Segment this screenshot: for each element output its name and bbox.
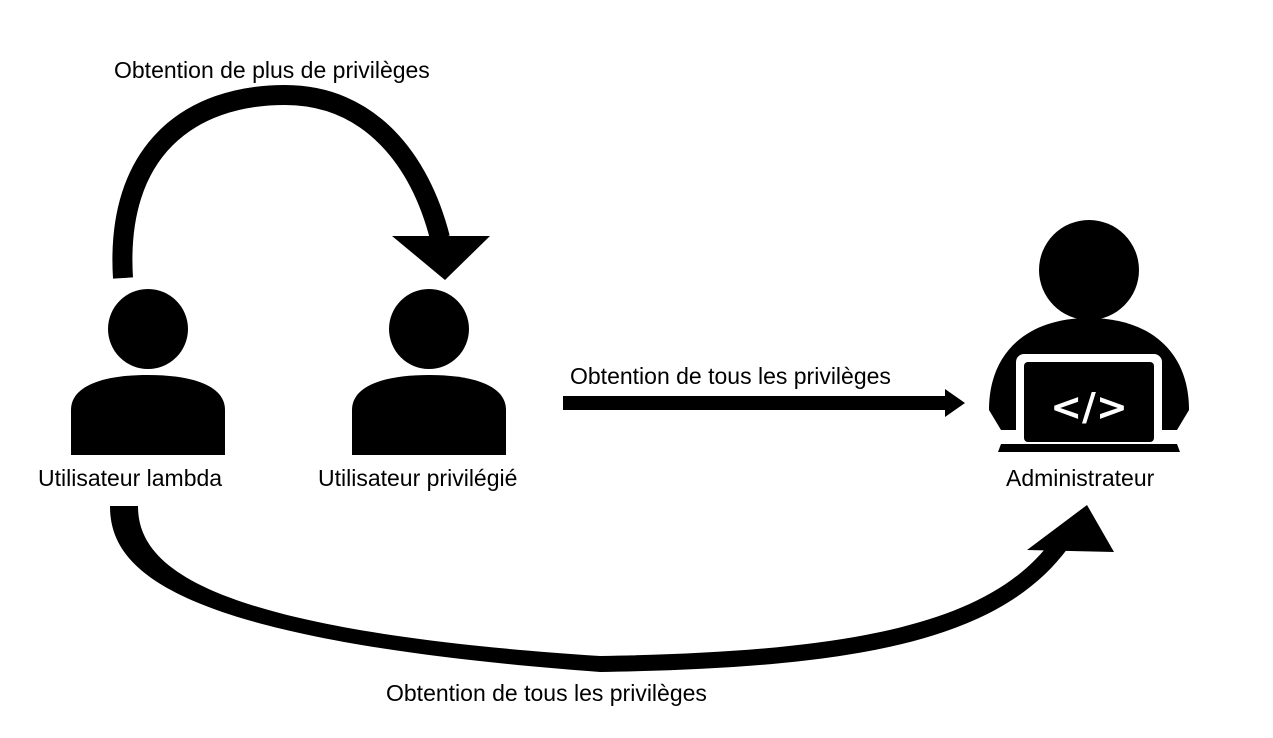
user-icon [71,289,225,455]
arrow-basic-to-admin-shaft [110,506,1068,672]
edge-label-all-privileges: Obtention de tous les privilèges [386,680,707,706]
node-label-administrator: Administrateur [1006,465,1155,491]
node-label-privileged-user: Utilisateur privilégié [318,465,518,491]
arrow-basic-to-privileged-shaft [112,84,450,279]
edge-label-all-privileges: Obtention de tous les privilèges [570,363,891,389]
arrow-basic-to-admin [110,505,1114,672]
arrow-privileged-to-admin-shaft [563,396,948,410]
arrow-privileged-to-admin-head [945,389,965,417]
arrow-privileged-to-admin [563,389,965,417]
developer-laptop-icon: </> [989,220,1189,452]
user-icon [352,289,506,455]
arrow-basic-to-privileged [112,84,490,280]
arrow-basic-to-admin-head [1027,505,1114,552]
node-label-basic-user: Utilisateur lambda [38,465,223,491]
arrow-basic-to-privileged-head [392,236,490,280]
laptop-code-symbol: </> [1050,385,1128,429]
edge-label-more-privileges: Obtention de plus de privilèges [114,57,430,83]
